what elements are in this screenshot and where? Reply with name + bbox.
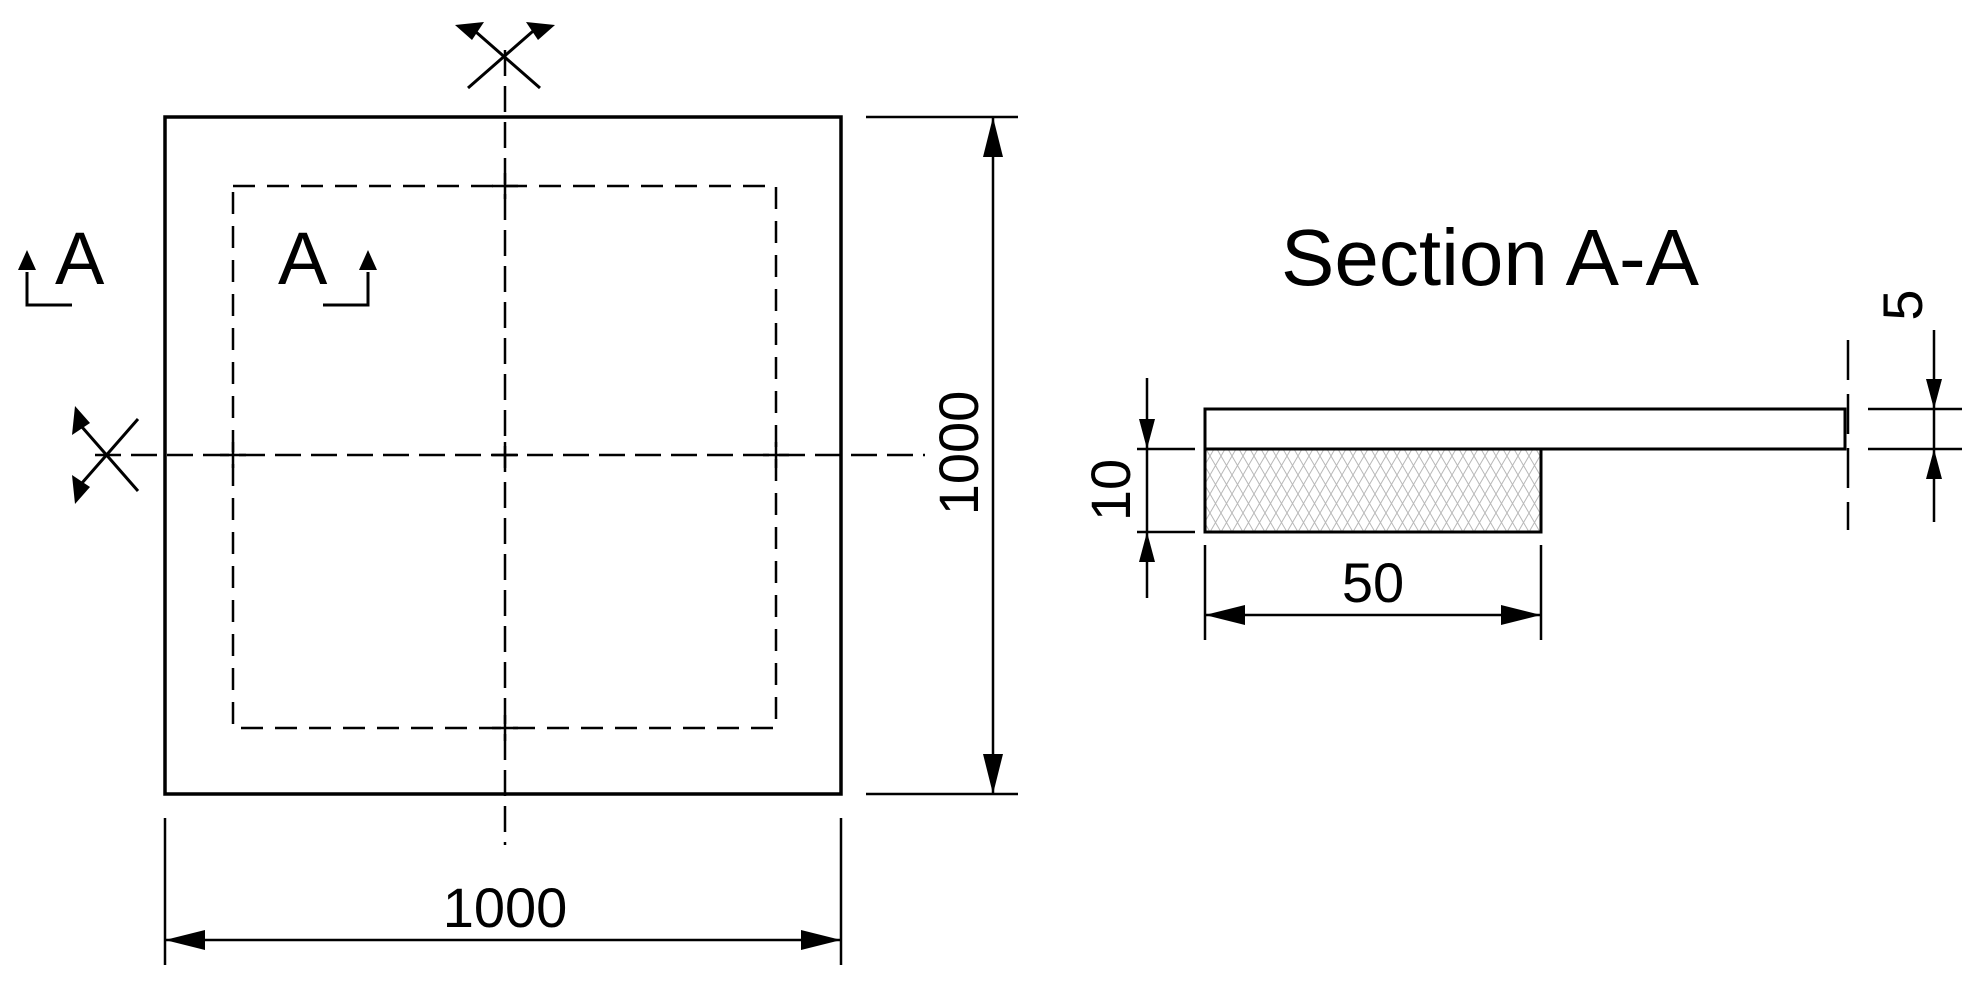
plan-width-dim-label: 1000 xyxy=(443,876,568,939)
section-stiffener xyxy=(1203,447,1543,534)
section-view: Section A-A 10 50 xyxy=(1079,213,1962,640)
section-plate-dimension: 5 xyxy=(1868,289,1962,522)
symmetry-marker-left-icon xyxy=(72,406,140,504)
plan-height-dimension: 1000 xyxy=(866,115,1018,796)
section-marker-left: A xyxy=(18,217,105,307)
plan-view: A A 1000 1000 xyxy=(18,22,1018,965)
symmetry-marker-top-icon xyxy=(455,22,555,90)
section-marker-inner-label: A xyxy=(278,217,328,300)
crosshair-ticks xyxy=(220,173,789,741)
plan-height-dim-label: 1000 xyxy=(927,391,990,516)
section-title: Section A-A xyxy=(1281,213,1700,302)
section-thickness-dim-label: 10 xyxy=(1079,459,1142,521)
section-thickness-dimension: 10 xyxy=(1079,378,1195,598)
section-marker-left-label: A xyxy=(55,217,105,300)
section-marker-inner: A xyxy=(278,217,377,307)
section-width-dim-label: 50 xyxy=(1342,551,1404,614)
section-plate xyxy=(1203,407,1847,451)
plan-width-dimension: 1000 xyxy=(163,818,843,965)
section-width-dimension: 50 xyxy=(1203,545,1543,640)
section-plate-dim-label: 5 xyxy=(1871,289,1934,320)
